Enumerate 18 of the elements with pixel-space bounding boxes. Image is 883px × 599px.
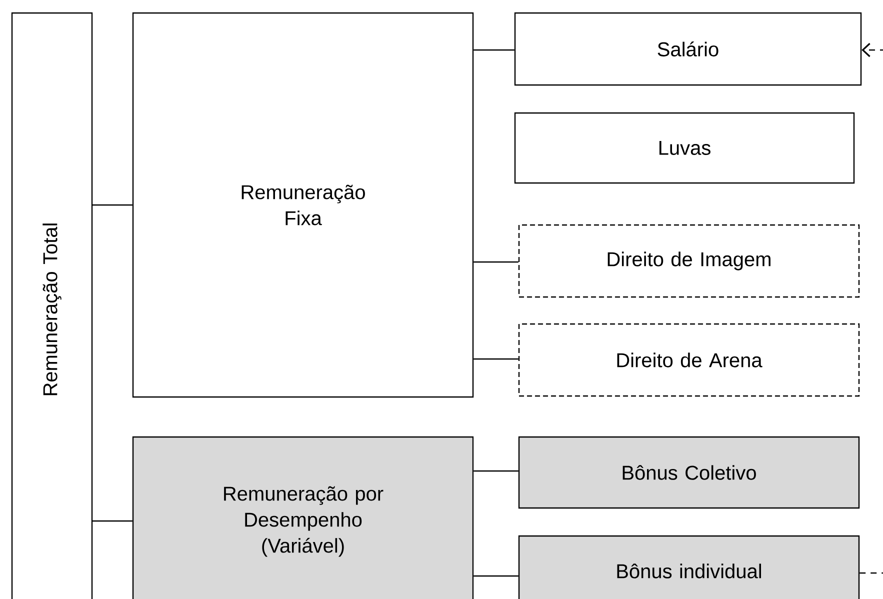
dashed-arrow	[862, 42, 883, 58]
connector-line	[92, 520, 132, 522]
label-column: Remuneração Total	[11, 12, 93, 599]
connector-line	[474, 261, 518, 263]
item-box: Bônus Coletivo	[518, 436, 860, 509]
item-box: Luvas	[514, 112, 855, 184]
category-box: Remuneração por Desempenho (Variável)	[132, 436, 474, 599]
connector-line	[474, 358, 518, 360]
dashed-line	[860, 572, 883, 574]
item-box: Direito de Imagem	[518, 224, 860, 298]
category-box: Remuneração Fixa	[132, 12, 474, 398]
connector-line	[474, 49, 514, 51]
connector-line	[474, 575, 518, 577]
item-box: Direito de Arena	[518, 323, 860, 397]
item-box: Bônus individual	[518, 535, 860, 599]
item-box: Salário	[514, 12, 862, 86]
connector-line	[474, 470, 518, 472]
connector-line	[92, 204, 132, 206]
